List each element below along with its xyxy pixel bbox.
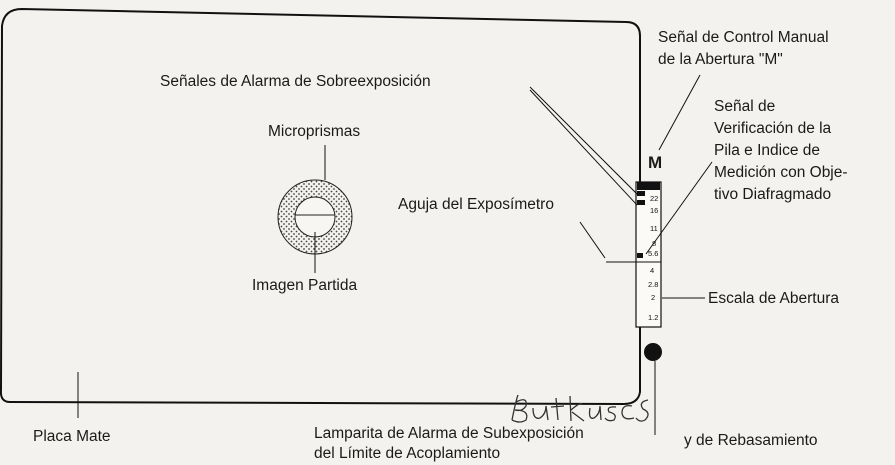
- scale-number: 2.8: [648, 280, 659, 289]
- scale-number: 1.2: [648, 313, 659, 322]
- scale-number: 4: [650, 266, 655, 275]
- overexposure-signal-upper: [637, 191, 645, 196]
- scale-number: 11: [650, 224, 658, 233]
- battery-check-label-line4: Medición con Obje-: [714, 164, 848, 181]
- overexposure-signal-lower: [637, 200, 645, 205]
- aperture-scale-label: Escala de Abertura: [708, 290, 839, 307]
- scale-number: 5.6: [648, 249, 659, 258]
- overexposure-warning-label: Señales de Alarma de Sobreexposición: [160, 73, 431, 90]
- split-image-label: Imagen Partida: [252, 277, 358, 294]
- microprisms-label: Microprismas: [268, 123, 361, 140]
- scale-number: 22: [650, 194, 659, 203]
- underexposure-lamp-label-line2: del Límite de Acoplamiento: [314, 445, 501, 462]
- manual-control-label-line2: de la Abertura "M": [658, 51, 783, 68]
- overexposure-band: [637, 182, 660, 190]
- manual-control-label-line1: Señal de Control Manual: [658, 29, 829, 46]
- underexposure-lamp-label-line1: Lamparita de Alarma de Subexposición: [314, 425, 584, 442]
- meter-needle-label: Aguja del Exposímetro: [398, 196, 554, 213]
- battery-check-label-line5: tivo Diafragmado: [714, 186, 832, 203]
- underexposure-lamp: [644, 343, 662, 361]
- battery-check-index: [637, 253, 643, 258]
- battery-check-label-line1: Señal de: [714, 98, 776, 115]
- viewfinder-frame: [0, 7, 641, 406]
- handwritten-signature: [511, 394, 649, 423]
- underexposure-lamp-label-line1b: y de Rebasamiento: [684, 432, 818, 449]
- manual-aperture-m-mark: M: [648, 153, 663, 172]
- scale-number: 2: [651, 293, 656, 302]
- scale-number: 8: [652, 239, 657, 248]
- scale-number: 16: [650, 206, 659, 215]
- battery-check-label-line2: Verificación de la: [714, 120, 832, 137]
- matte-plate-label: Placa Mate: [33, 428, 111, 445]
- battery-check-label-line3: Pila e Indice de: [714, 142, 820, 159]
- split-image-circle: [294, 196, 336, 238]
